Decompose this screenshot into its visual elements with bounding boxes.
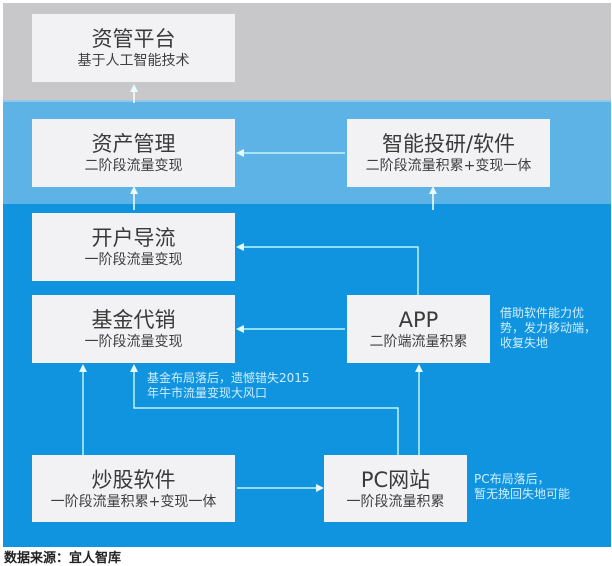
note-app: 借助软件能力优 势，发力移动端， 收复失地 [500,306,596,351]
node-title: 炒股软件 [91,467,176,492]
node-title: 资产管理 [91,132,176,156]
note-line: 收复失地 [500,336,549,350]
node-title: 基金代销 [91,308,176,332]
node-asset-platform: 资管平台 基于人工智能技术 [32,14,235,82]
source-caption: 数据来源：宜人智库 [4,551,122,566]
note-line: 年牛市流量变现大风口 [147,386,268,400]
node-trading-software: 炒股软件 一阶段流量积累+变现一体 [32,455,235,522]
note-pc: PC布局落后， 暂无挽回失地可能 [474,472,570,502]
node-app: APP 二阶端流量积累 [347,295,490,363]
node-subtitle: 二阶端流量积累 [369,334,468,350]
node-subtitle: 一阶段流量变现 [84,252,183,268]
note-line: 借助软件能力优 [500,306,585,320]
node-title: 资管平台 [91,27,176,51]
note-line: 基金布局落后，遗憾错失2015 [147,371,310,385]
note-line: PC布局落后， [474,472,550,486]
node-fund-sales: 基金代销 一阶段流量变现 [32,295,235,363]
note-fund: 基金布局落后，遗憾错失2015 年牛市流量变现大风口 [147,371,310,401]
node-subtitle: 一阶段流量积累+变现一体 [50,493,217,510]
node-subtitle: 基于人工智能技术 [77,53,190,69]
node-subtitle: 二阶段流量积累+变现一体 [365,158,532,174]
node-account-opening: 开户导流 一阶段流量变现 [32,213,235,281]
node-subtitle: 一阶段流量变现 [84,334,183,350]
node-subtitle: 二阶段流量变现 [84,158,183,174]
node-title: 智能投研/软件 [381,132,516,156]
node-pc-website: PC网站 一阶段流量积累 [324,455,467,522]
node-smart-research: 智能投研/软件 二阶段流量积累+变现一体 [347,119,550,187]
node-title: APP [398,308,439,332]
node-subtitle: 一阶段流量积累 [346,493,445,510]
node-title: PC网站 [360,467,431,492]
node-asset-management: 资产管理 二阶段流量变现 [32,119,235,187]
node-title: 开户导流 [91,226,176,250]
note-line: 势，发力移动端， [500,321,597,335]
note-line: 暂无挽回失地可能 [474,487,571,501]
